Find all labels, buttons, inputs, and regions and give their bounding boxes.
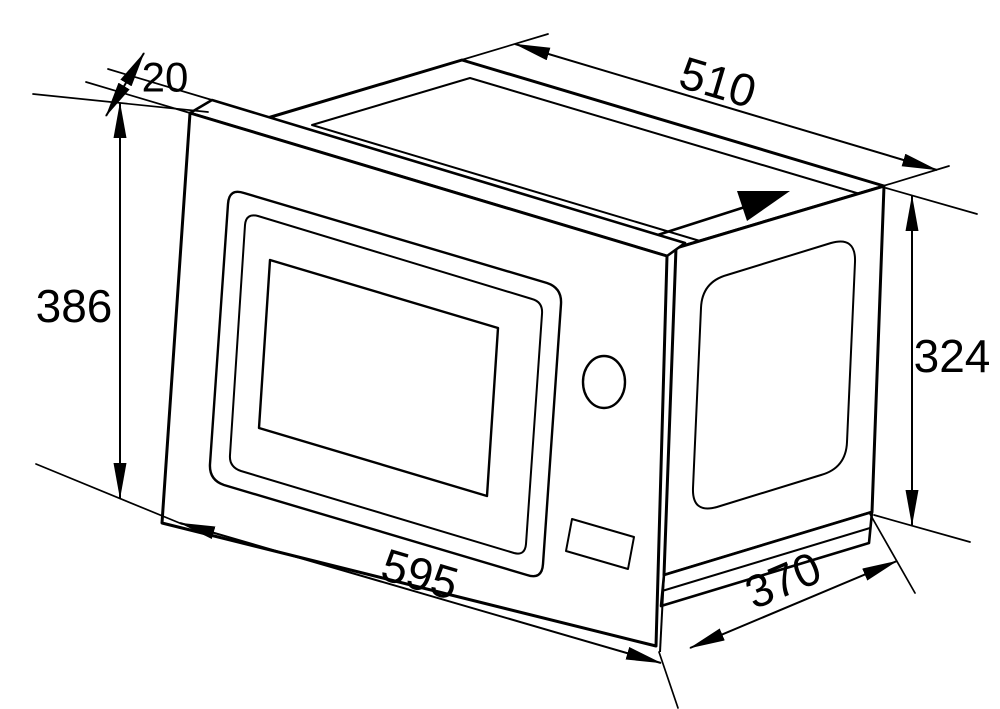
dimension-arrow [179,522,662,664]
dimension-label-frame-height: 386 [36,280,113,332]
extension-line [869,165,950,191]
dimension-arrow [105,52,145,117]
dimension-label-frame-thickness: 20 [142,54,189,101]
extension-line [35,463,183,525]
dimension-body-height: 324 [873,187,991,543]
dimension-annotations: 20 510 386 324 595 [32,33,991,709]
dimension-label-body-width: 510 [674,46,762,118]
control-dial [581,354,627,410]
trim-frame [160,98,687,648]
extension-line [658,651,679,709]
dimension-label-body-height: 324 [914,330,991,382]
dimension-frame-height: 386 [32,93,209,525]
extension-line [447,33,549,65]
extension-line [885,187,978,215]
dimension-arrow [514,43,938,171]
door-window [257,258,500,498]
dimension-arrow [689,560,898,649]
extension-line [869,513,916,594]
direction-arrowhead-icon [737,191,790,221]
side-panel-recess [691,240,857,510]
extension-line [873,514,971,543]
